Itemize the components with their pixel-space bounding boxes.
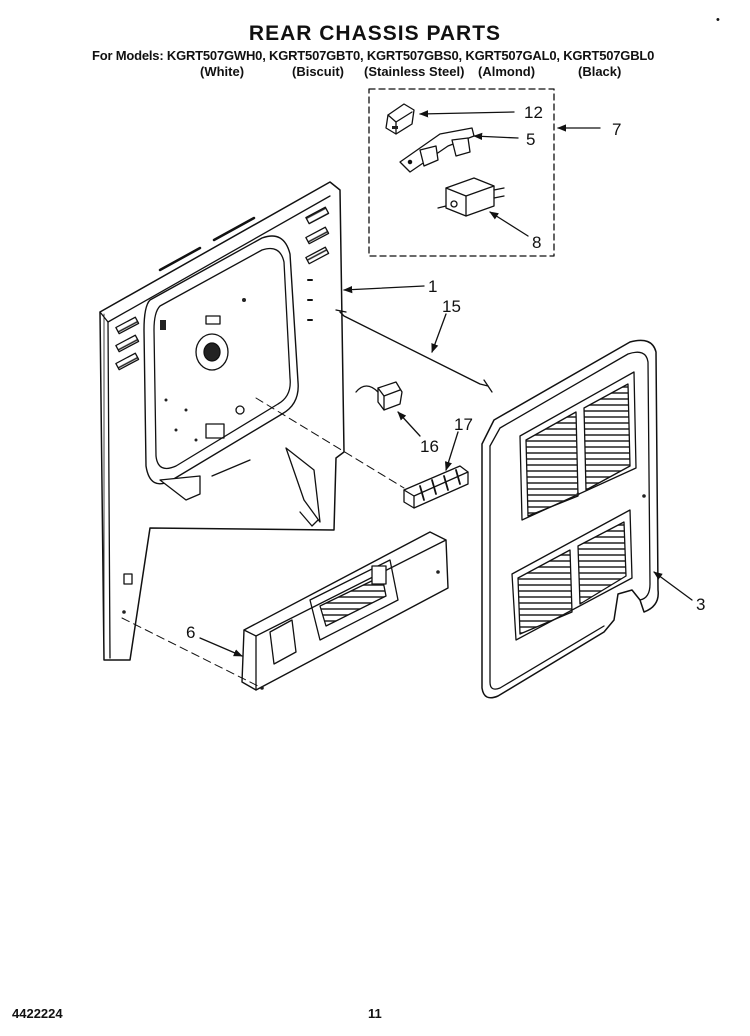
- callout-6-arrow: [199, 637, 243, 657]
- callout-3: 3: [696, 595, 705, 614]
- callout-17: 17: [454, 415, 473, 434]
- part-15-rod: [335, 309, 493, 393]
- callout-12: 12: [524, 103, 543, 122]
- callout-3-arrow: [653, 571, 693, 601]
- page-number: 11: [368, 1006, 382, 1021]
- document-number: 4422224: [12, 1006, 63, 1021]
- callout-6: 6: [186, 623, 195, 642]
- part-1-rear-panel: [99, 181, 345, 661]
- part-17-terminal-block: [403, 465, 469, 509]
- model-list: For Models: KGRT507GWH0, KGRT507GBT0, KG…: [92, 48, 655, 63]
- corner-mark: •: [716, 14, 720, 26]
- callout-12-arrow: [419, 110, 515, 118]
- color-biscuit: (Biscuit): [292, 64, 344, 79]
- callout-5-arrow: [473, 132, 519, 141]
- color-almond: (Almond): [478, 64, 536, 79]
- callout-5: 5: [526, 130, 535, 149]
- page-title: REAR CHASSIS PARTS: [248, 22, 502, 45]
- callout-15-arrow: [431, 313, 447, 353]
- assembly-7-box: [368, 88, 555, 257]
- part-12-clip: [385, 103, 415, 135]
- color-stainless-steel: (Stainless Steel): [364, 64, 465, 79]
- part-6-lower-panel: [241, 531, 449, 691]
- callout-8-arrow: [489, 211, 529, 237]
- part-16-switch: [355, 381, 403, 411]
- callout-1: 1: [428, 277, 437, 296]
- color-black: (Black): [578, 64, 622, 79]
- part-8-relay: [437, 177, 505, 217]
- callout-16-arrow: [397, 411, 421, 437]
- callout-16: 16: [420, 437, 439, 456]
- callout-7: 7: [612, 120, 621, 139]
- callout-15: 15: [442, 297, 461, 316]
- callout-1-arrow: [343, 285, 425, 294]
- callout-8: 8: [532, 233, 541, 252]
- callout-17-arrow: [444, 431, 459, 471]
- part-3-rear-cover: [481, 339, 659, 699]
- color-white: (White): [200, 64, 245, 79]
- part-5-bracket: [399, 127, 475, 173]
